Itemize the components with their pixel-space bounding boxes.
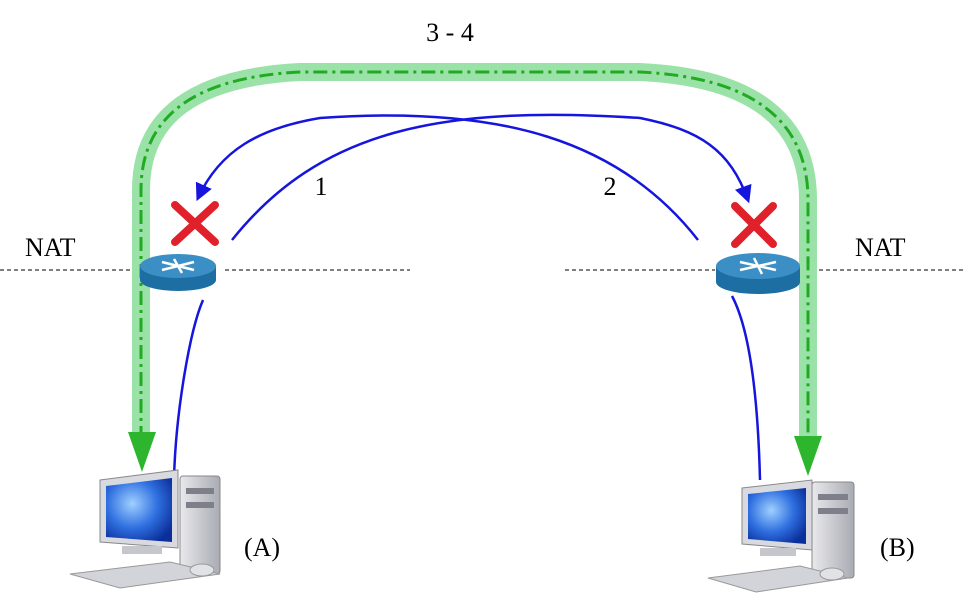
nat-label-left: NAT bbox=[25, 233, 76, 262]
host-a-label: (A) bbox=[244, 533, 280, 562]
desktop-computer-icon bbox=[707, 479, 855, 593]
relay-path bbox=[132, 63, 817, 440]
router-icon bbox=[140, 254, 216, 291]
desktop-computer-icon bbox=[69, 469, 221, 589]
relay-flow-label: 3 - 4 bbox=[426, 18, 474, 47]
relay-arrowhead-a bbox=[128, 432, 156, 472]
attempt-2-label: 2 bbox=[604, 172, 617, 201]
relay-arrowhead-b bbox=[794, 436, 822, 476]
blocked-x-icon bbox=[171, 201, 219, 246]
host-b-label: (B) bbox=[880, 533, 915, 562]
nat-label-right: NAT bbox=[855, 233, 906, 262]
attempt-1-label: 1 bbox=[315, 172, 328, 201]
attempt-1-path bbox=[172, 113, 752, 479]
blocked-x-icon bbox=[731, 202, 777, 248]
router-icon bbox=[716, 253, 800, 294]
attempt-2-path bbox=[195, 114, 762, 481]
